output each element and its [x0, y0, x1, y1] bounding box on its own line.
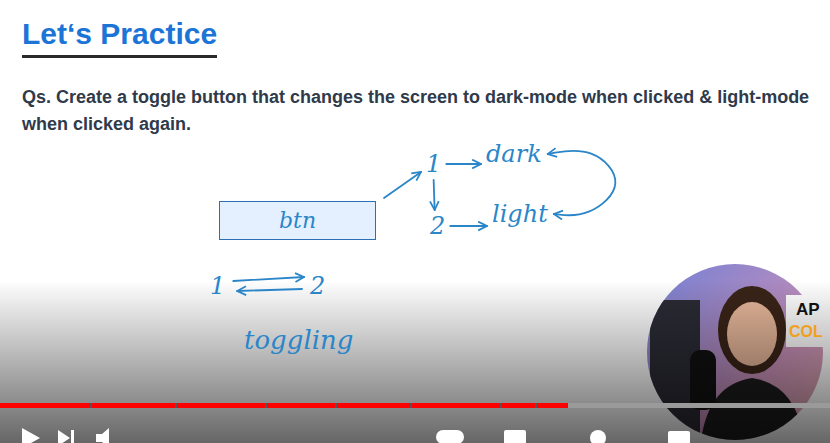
volume-icon: [96, 428, 109, 443]
note-word: toggling: [244, 326, 353, 354]
hand-drawn-arrow: [548, 151, 616, 216]
logo-text: AP: [796, 300, 820, 320]
hand-drawn-arrow: [434, 180, 435, 210]
miniplayer-icon: [668, 431, 690, 443]
step-number: 2: [430, 212, 445, 240]
next-icon-bar: [71, 430, 74, 443]
state-number: 1: [210, 272, 225, 300]
hand-drawn-arrow: [237, 289, 302, 291]
progress-played: [0, 403, 568, 408]
chapter-gaps: [90, 403, 537, 408]
state-number: 2: [310, 272, 325, 300]
video-shade: [0, 280, 830, 443]
subtitles-icon: [504, 430, 526, 443]
logo-text: COL: [789, 322, 823, 342]
step-number: 1: [426, 150, 441, 178]
progress-track: [0, 403, 830, 408]
settings-icon: [590, 430, 606, 443]
button-label: btn: [279, 208, 316, 233]
button-box: btn: [219, 201, 376, 240]
hand-drawn-arrow: [233, 277, 304, 281]
mode-word: dark: [486, 140, 542, 168]
next-icon: [58, 430, 70, 443]
hand-drawn-arrow: [384, 172, 421, 198]
play-icon: [22, 428, 40, 443]
toggle-icon: [436, 430, 464, 443]
hand-drawn-arrow: [446, 163, 481, 165]
slide-title: Let‘s Practice: [22, 16, 217, 58]
hand-drawn-arrow: [450, 225, 487, 227]
player-controls: [22, 428, 690, 443]
mode-word: light: [492, 200, 548, 228]
question-text: Qs. Create a toggle button that changes …: [22, 84, 812, 138]
